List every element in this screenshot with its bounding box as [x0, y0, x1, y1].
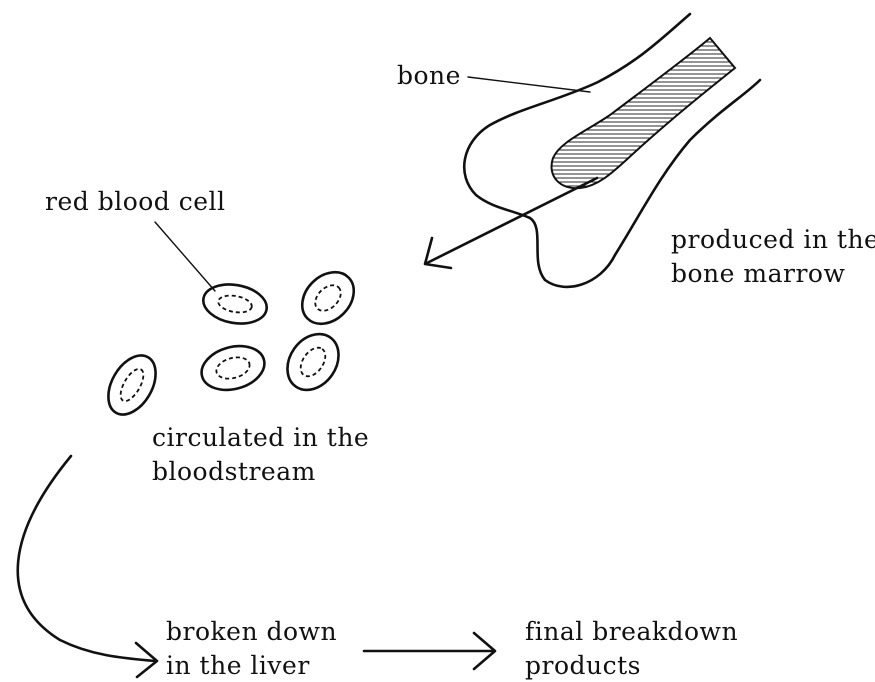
red-blood-cell	[292, 262, 364, 334]
bone-label-leader	[468, 77, 590, 92]
final-products-label-line1: final breakdown	[525, 617, 738, 646]
produced-label-line2: bone marrow	[671, 259, 845, 288]
liver-to-products-arrow	[364, 633, 495, 669]
red-blood-cell	[197, 339, 270, 396]
red-blood-cell-label: red blood cell	[45, 187, 226, 216]
bone-marrow	[552, 38, 735, 188]
final-products-label-line2: products	[525, 651, 641, 680]
bone-label: bone	[397, 61, 461, 90]
circulated-label-line2: bloodstream	[152, 457, 316, 486]
bloodstream-to-liver-arrow	[18, 456, 157, 677]
broken-down-label-line2: in the liver	[166, 651, 310, 680]
broken-down-label-line1: broken down	[166, 617, 337, 646]
red-blood-cells	[99, 262, 364, 423]
circulated-label-line1: circulated in the	[152, 423, 369, 452]
red-blood-cell	[99, 347, 166, 422]
red-blood-cell	[277, 324, 349, 400]
red-blood-cell-label-leader	[155, 222, 215, 291]
marrow-to-bloodstream-arrow	[425, 178, 597, 268]
produced-label-line1: produced in the	[671, 225, 875, 254]
